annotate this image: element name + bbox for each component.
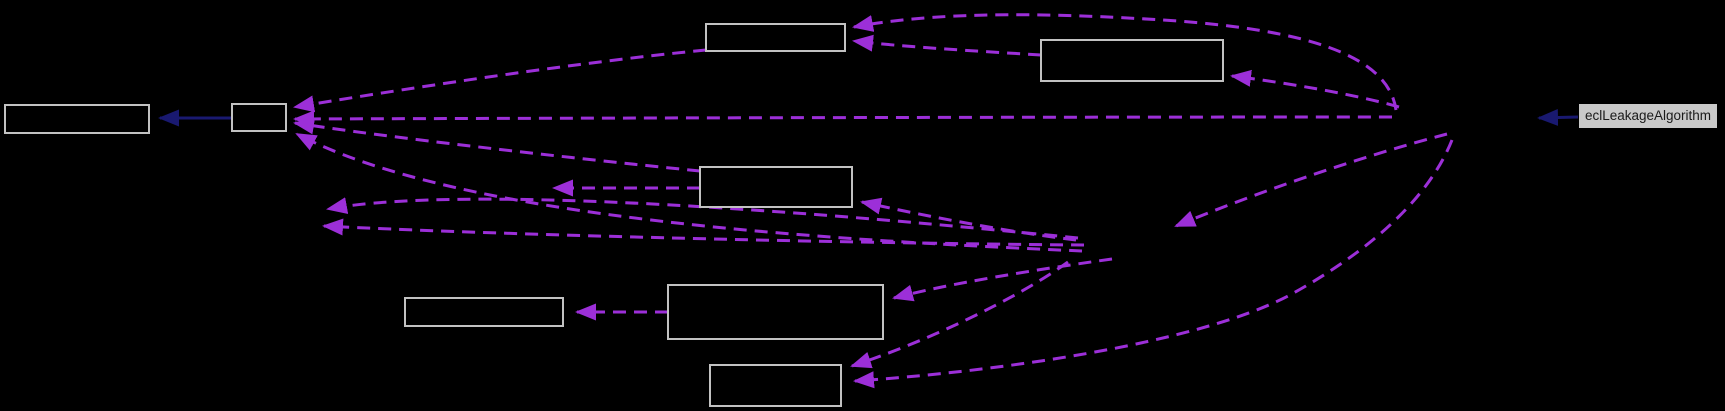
edges-layer: [158, 13, 1579, 389]
edge-junction-to-biglower: [892, 257, 1113, 302]
edge-right-to-junction: [1174, 132, 1448, 228]
class-node-bottom[interactable]: [709, 364, 842, 407]
edge-fan-arrow-upper: [326, 197, 1079, 240]
class-label-current[interactable]: eclLeakageAlgorithm: [1578, 103, 1718, 129]
edge-fan-to-small-corner: [295, 132, 1083, 253]
class-node-far-left[interactable]: [4, 104, 150, 134]
edge-right-to-topright: [1230, 69, 1400, 109]
edge-top-to-small: [293, 48, 707, 113]
class-node-small-left[interactable]: [231, 103, 287, 132]
edge-fan-arrow-lower: [322, 218, 1085, 247]
class-node-middle[interactable]: [699, 166, 853, 208]
class-node-big-lower[interactable]: [667, 284, 884, 340]
edge-topright-to-top: [852, 34, 1042, 57]
edge-junction-to-bottom: [850, 260, 1069, 369]
edge-inherit-label-to-hidden: [1537, 109, 1579, 127]
class-node-lower-left[interactable]: [404, 297, 564, 327]
class-node-top[interactable]: [705, 23, 846, 52]
class-node-top-right[interactable]: [1040, 39, 1224, 82]
edge-junction-to-middle: [860, 197, 1077, 242]
edge-right-sweep-to-bottom: [853, 139, 1454, 389]
edge-middle-to-small: [293, 117, 701, 173]
edge-long-right-to-small: [293, 110, 1393, 128]
nodes-layer: [4, 23, 1224, 407]
